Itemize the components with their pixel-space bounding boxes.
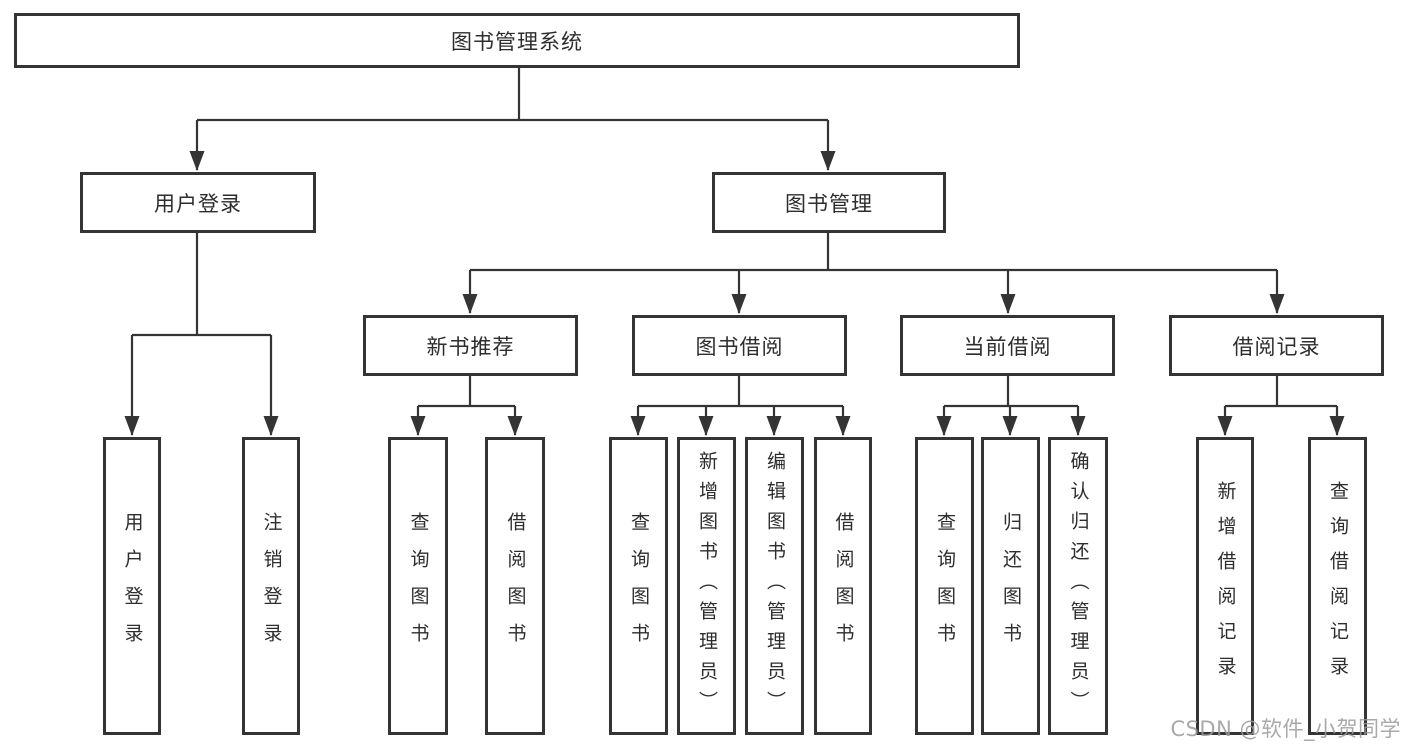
node-recommend-borrow-book-label: 借阅图书 (504, 512, 527, 660)
node-user-login: 用户登录 (80, 172, 316, 233)
node-record-query-borrow-record: 查询借阅记录 (1308, 437, 1367, 735)
node-borrow-record: 借阅记录 (1169, 315, 1384, 376)
node-new-book-recommend: 新书推荐 (363, 315, 578, 376)
node-book-management: 图书管理 (712, 172, 946, 233)
node-borrow-add-book-admin: 新增图书（管理员） (677, 437, 736, 735)
node-current-return-book: 归还图书 (981, 437, 1040, 735)
node-book-borrow: 图书借阅 (632, 315, 847, 376)
node-leaf-logout-label: 注销登录 (260, 512, 283, 660)
node-record-query-borrow-record-label: 查询借阅记录 (1327, 481, 1349, 691)
node-borrow-query-book: 查询图书 (609, 437, 668, 735)
node-current-return-book-label: 归还图书 (1000, 512, 1022, 660)
node-record-add-borrow-record: 新增借阅记录 (1196, 437, 1254, 735)
node-leaf-user-login: 用户登录 (103, 437, 161, 735)
node-current-confirm-return-admin-label: 确认归还（管理员） (1067, 451, 1090, 721)
arrow-drop-lines (124, 120, 1345, 436)
node-borrow-edit-book-admin: 编辑图书（管理员） (745, 437, 804, 735)
node-recommend-query-book-label: 查询图书 (407, 512, 430, 660)
node-borrow-edit-book-admin-label: 编辑图书（管理员） (764, 451, 786, 721)
node-borrow-borrow-book-label: 借阅图书 (832, 512, 855, 660)
node-leaf-user-login-label: 用户登录 (121, 512, 144, 660)
node-current-confirm-return-admin: 确认归还（管理员） (1048, 437, 1108, 735)
node-borrow-borrow-book: 借阅图书 (814, 437, 872, 735)
node-current-borrow: 当前借阅 (900, 315, 1115, 376)
node-leaf-logout: 注销登录 (242, 437, 300, 735)
node-recommend-query-book: 查询图书 (388, 437, 448, 735)
node-current-query-book: 查询图书 (915, 437, 974, 735)
node-current-query-book-label: 查询图书 (934, 512, 956, 660)
watermark-csdn: CSDN @软件_小贺同学 (1170, 717, 1401, 741)
node-record-add-borrow-record-label: 新增借阅记录 (1214, 481, 1237, 691)
node-recommend-borrow-book: 借阅图书 (485, 437, 545, 735)
node-borrow-query-book-label: 查询图书 (628, 512, 650, 660)
node-borrow-add-book-admin-label: 新增图书（管理员） (696, 451, 718, 721)
node-root-library-system: 图书管理系统 (14, 13, 1020, 68)
